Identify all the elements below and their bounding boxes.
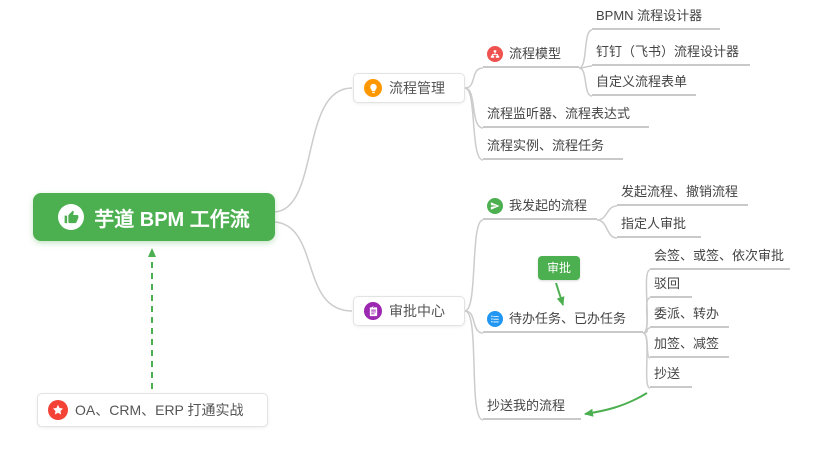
node-custom-form[interactable]: 自定义流程表单 xyxy=(592,74,696,96)
node-todo-done-tasks[interactable]: 待办任务、已办任务 xyxy=(483,311,643,333)
connector-ac-to-ccme xyxy=(464,310,484,421)
node-delegate-transfer[interactable]: 委派、转办 xyxy=(650,306,729,328)
initiate-cancel-label: 发起流程、撤销流程 xyxy=(621,184,739,199)
node-dingtalk-designer[interactable]: 钉钉（飞书）流程设计器 xyxy=(592,44,750,66)
connector-model-to-customform xyxy=(578,67,593,97)
connector-model-to-bpmn xyxy=(578,29,593,69)
process-model-label: 流程模型 xyxy=(509,46,562,61)
connector-myinit-to-initiate xyxy=(596,205,618,221)
connector-myinit-to-assignee xyxy=(596,219,618,239)
node-my-initiated[interactable]: 我发起的流程 xyxy=(483,198,597,220)
connector-root-to-process-management xyxy=(274,87,353,213)
root-node[interactable]: 芋道 BPM 工作流 xyxy=(33,193,275,241)
todo-done-label: 待办任务、已办任务 xyxy=(509,311,627,326)
connector-tasks-to-cc xyxy=(642,332,651,389)
process-management-label: 流程管理 xyxy=(389,80,445,96)
cc-label: 抄送 xyxy=(654,366,681,381)
node-initiate-cancel[interactable]: 发起流程、撤销流程 xyxy=(617,184,748,206)
node-approval-center[interactable]: 审批中心 xyxy=(353,296,465,326)
node-addsign-removesign[interactable]: 加签、减签 xyxy=(650,336,729,358)
cc-my-process-label: 抄送我的流程 xyxy=(487,398,566,413)
custom-form-label: 自定义流程表单 xyxy=(596,74,688,89)
node-cc[interactable]: 抄送 xyxy=(650,366,692,388)
node-assignee-approval[interactable]: 指定人审批 xyxy=(617,216,701,238)
connector-pm-to-model xyxy=(464,67,484,89)
addsign-removesign-label: 加签、减签 xyxy=(654,336,720,351)
node-process-model[interactable]: 流程模型 xyxy=(483,46,579,68)
approval-center-label: 审批中心 xyxy=(389,303,445,319)
thumbs-up-icon xyxy=(58,204,85,230)
star-icon xyxy=(48,400,68,420)
oa-crm-erp-label: OA、CRM、ERP 打通实战 xyxy=(75,402,244,418)
countersign-label: 会签、或签、依次审批 xyxy=(654,248,785,263)
connector-pm-to-instance xyxy=(464,87,484,161)
instance-task-label: 流程实例、流程任务 xyxy=(487,138,605,153)
clipboard-icon xyxy=(364,302,382,320)
sitemap-icon xyxy=(487,46,503,62)
checklist-icon xyxy=(487,311,503,327)
node-reject[interactable]: 驳回 xyxy=(650,276,692,298)
delegate-transfer-label: 委派、转办 xyxy=(654,306,720,321)
connector-ac-to-myinitiated xyxy=(464,219,484,312)
connector-root-to-approval-center xyxy=(274,221,353,312)
dingtalk-designer-label: 钉钉（飞书）流程设计器 xyxy=(596,44,740,59)
send-icon xyxy=(487,198,503,214)
arrow-approval-to-tasks xyxy=(555,282,565,306)
node-bpmn-designer[interactable]: BPMN 流程设计器 xyxy=(592,8,720,30)
my-initiated-label: 我发起的流程 xyxy=(509,198,588,213)
lightbulb-icon xyxy=(364,79,382,97)
reject-label: 驳回 xyxy=(654,276,681,291)
assignee-approval-label: 指定人审批 xyxy=(621,216,687,231)
node-listener-expression[interactable]: 流程监听器、流程表达式 xyxy=(483,106,649,128)
approval-arrow-label[interactable]: 审批 xyxy=(538,256,581,280)
connector-ac-to-tasks xyxy=(464,310,484,334)
node-cc-my-process[interactable]: 抄送我的流程 xyxy=(483,398,581,420)
listener-expression-label: 流程监听器、流程表达式 xyxy=(487,106,631,121)
arrow-cc-to-ccme xyxy=(584,392,648,417)
bpmn-designer-label: BPMN 流程设计器 xyxy=(596,8,703,23)
node-process-management[interactable]: 流程管理 xyxy=(353,73,465,103)
node-countersign[interactable]: 会签、或签、依次审批 xyxy=(650,248,790,270)
connector-tasks-to-reject xyxy=(642,297,651,334)
node-oa-crm-erp-note[interactable]: OA、CRM、ERP 打通实战 xyxy=(37,393,268,427)
node-instance-task[interactable]: 流程实例、流程任务 xyxy=(483,138,623,160)
root-label: 芋道 BPM 工作流 xyxy=(94,208,250,231)
